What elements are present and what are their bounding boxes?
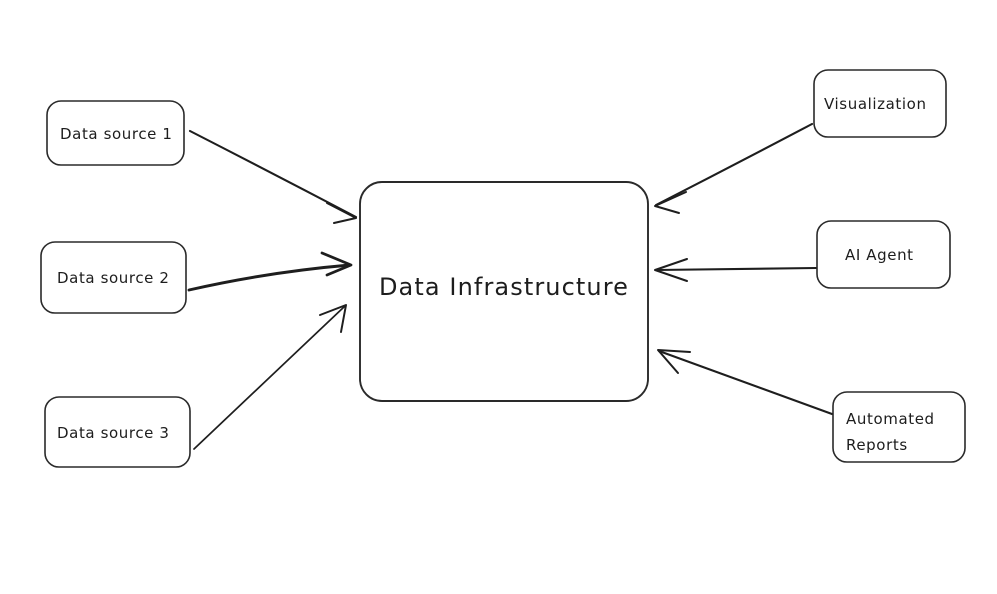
edge-ai-agent-to-infrastructure[interactable] bbox=[654, 258, 818, 282]
edge-line bbox=[657, 349, 834, 416]
node-automated-reports[interactable]: Automated Reports bbox=[832, 391, 966, 463]
node-label-data-source-2: Data source 2 bbox=[57, 269, 170, 287]
edge-source1-to-infrastructure[interactable] bbox=[188, 129, 358, 224]
node-label-data-infrastructure: Data Infrastructure bbox=[379, 273, 629, 301]
node-label-automated-reports-line-1: Automated bbox=[846, 410, 935, 428]
node-shape bbox=[40, 241, 187, 314]
node-visualization[interactable]: Visualization bbox=[813, 69, 947, 138]
node-label-data-source-1: Data source 1 bbox=[60, 125, 173, 143]
node-data-source-1[interactable]: Data source 1 bbox=[46, 100, 185, 166]
node-ai-agent[interactable]: AI Agent bbox=[816, 220, 951, 289]
edge-line bbox=[654, 266, 818, 272]
arrow-head-icon bbox=[657, 349, 691, 374]
node-shape bbox=[46, 100, 185, 166]
arrow-head-icon bbox=[320, 251, 353, 277]
arrow-head-icon bbox=[654, 258, 688, 282]
edge-line bbox=[193, 305, 346, 450]
node-label-automated-reports-line-2: Reports bbox=[846, 436, 908, 454]
node-label-ai-agent: AI Agent bbox=[845, 246, 914, 264]
node-shape bbox=[832, 391, 966, 463]
node-label-data-source-3: Data source 3 bbox=[57, 424, 170, 442]
edge-line bbox=[654, 122, 814, 207]
arrow-head-icon bbox=[319, 304, 347, 333]
node-shape bbox=[44, 396, 191, 468]
node-data-source-3[interactable]: Data source 3 bbox=[44, 396, 191, 468]
edge-source2-to-infrastructure[interactable] bbox=[187, 251, 353, 292]
node-data-source-2[interactable]: Data source 2 bbox=[40, 241, 187, 314]
node-shape bbox=[813, 69, 947, 138]
node-label-visualization: Visualization bbox=[824, 95, 927, 113]
arrow-head-icon bbox=[326, 202, 357, 224]
node-shape bbox=[816, 220, 951, 289]
edge-visualization-to-infrastructure[interactable] bbox=[654, 122, 814, 214]
edge-source3-to-infrastructure[interactable] bbox=[193, 304, 347, 450]
edge-line bbox=[187, 263, 352, 292]
arrow-head-icon bbox=[654, 191, 687, 214]
node-data-infrastructure[interactable]: Data Infrastructure bbox=[359, 181, 649, 402]
node-shape bbox=[359, 181, 649, 402]
edge-automated-reports-to-infrastructure[interactable] bbox=[657, 349, 834, 416]
